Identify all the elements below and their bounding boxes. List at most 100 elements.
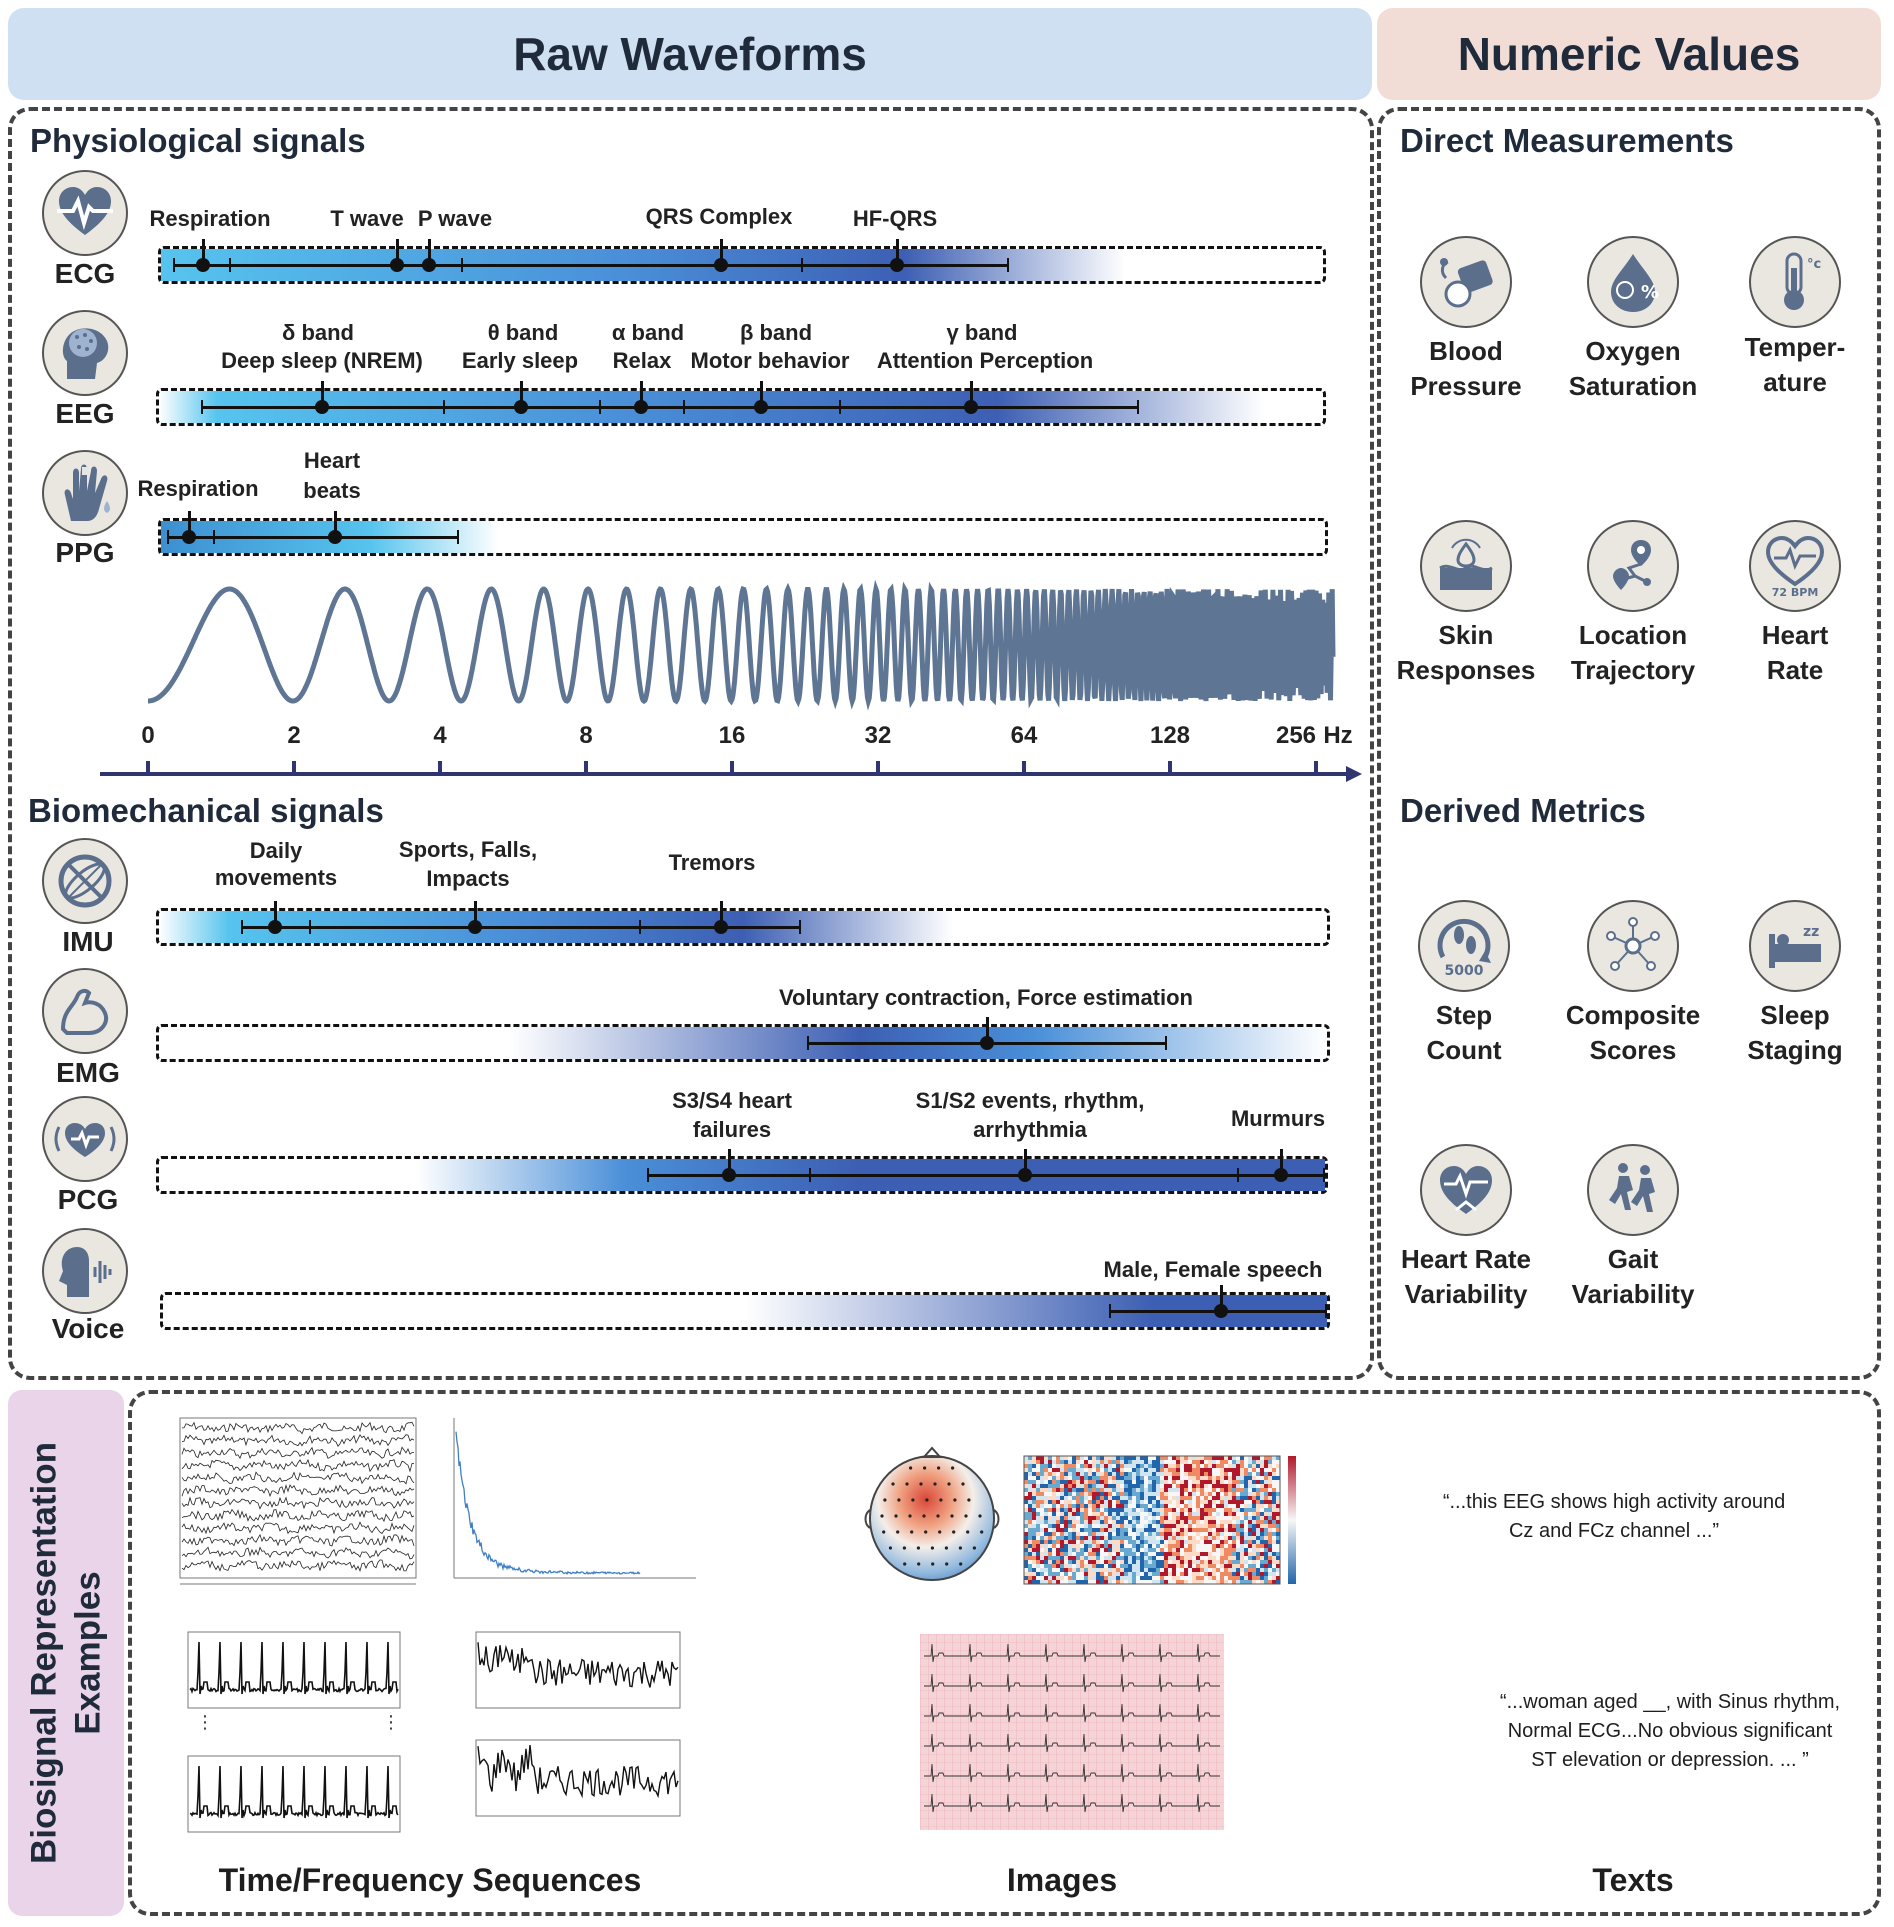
frequency-axis (100, 761, 1362, 782)
erp-heatmap (1023, 1455, 1296, 1585)
eeg-delta-desc: Deep sleep (NREM) (221, 348, 423, 373)
raw-waveforms-header: Raw Waveforms (8, 8, 1372, 100)
ppg-label-heart-beats: Heart beats (303, 448, 361, 503)
oxygen-saturation-label: Oxygen Saturation (1568, 336, 1698, 402)
raw-waveforms-panel (8, 107, 1374, 1380)
thermometer-icon: °c (1749, 236, 1841, 328)
eeg-text-quote: “...this EEG shows high activity around … (1442, 1491, 1786, 1542)
gait-variability-item: Gait Variability (1553, 1144, 1713, 1312)
blood-pressure-icon (1420, 236, 1512, 328)
skin-responses-label: Skin Responses (1396, 620, 1536, 686)
imu-label-tremors: Tremors (668, 850, 756, 875)
pcg-label-s3s4: S3/S4 heart failures (672, 1088, 792, 1143)
ecg-frequency-bar (158, 239, 1326, 284)
voice-label: Voice (51, 1313, 125, 1344)
heart-rate-item: 72 BPM Heart Rate (1715, 520, 1875, 688)
sleep-staging-label: Sleep Staging (1747, 1000, 1843, 1066)
raw-waveforms-title: Raw Waveforms (513, 28, 867, 80)
examples-side-title: Biosignal Representation Examples (24, 1441, 107, 1865)
muscle-icon (42, 968, 128, 1054)
eeg-theta-desc: Early sleep (461, 348, 579, 373)
hand-sensor-icon (42, 450, 128, 536)
composite-scores-item: Composite Scores (1553, 900, 1713, 1068)
location-trajectory-label: Location Trajectory (1570, 620, 1696, 686)
sleep-staging-item: zz Sleep Staging (1715, 900, 1875, 1068)
ecg-icon (42, 170, 128, 256)
eeg-frequency-bar (156, 381, 1326, 426)
eeg-theta-band: θ band (487, 320, 559, 345)
axis-tick-8: 8 (579, 722, 593, 749)
step-count-label: Step Count (1426, 1000, 1502, 1066)
step-icon: 5000 (1418, 900, 1510, 992)
freq-plot-2 (475, 1739, 681, 1817)
imu-label: IMU (62, 926, 114, 957)
eeg-alpha-desc: Relax (612, 348, 672, 373)
eeg-alpha-band: α band (611, 320, 685, 345)
oxygen-saturation-item: % Oxygen Saturation (1553, 236, 1713, 404)
voice-label-speech: Male, Female speech (1103, 1257, 1323, 1282)
ecg-label-hf-qrs: HF-QRS (852, 206, 938, 231)
imu-icon (42, 838, 128, 924)
caption-images: Images (1006, 1862, 1118, 1898)
numeric-values-header: Numeric Values (1377, 8, 1881, 100)
ecg-label-t-wave: T wave (330, 206, 404, 231)
temperature-badge: °c (1807, 257, 1821, 272)
gait-variability-label: Gait Variability (1571, 1244, 1695, 1310)
pcg-frequency-bar (156, 1149, 1328, 1194)
sleep-icon: zz (1749, 900, 1841, 992)
ppg-label: PPG (55, 537, 115, 568)
eeg-label: EEG (55, 398, 115, 429)
ecg-label-respiration: Respiration (149, 206, 271, 231)
pcg-label-s1s2: S1/S2 events, rhythm, arrhythmia (915, 1088, 1145, 1143)
examples-panel (128, 1390, 1881, 1916)
axis-tick-32: 32 (864, 722, 892, 749)
imu-label-daily: Daily movements (214, 838, 338, 890)
blood-pressure-item: Blood Pressure (1386, 236, 1546, 404)
caption-texts: Texts (1592, 1862, 1674, 1898)
imu-label-sports: Sports, Falls, Impacts (398, 837, 538, 891)
derived-metrics-title: Derived Metrics (1400, 792, 1646, 829)
heart-rate-icon: 72 BPM (1749, 520, 1841, 612)
examples-side-label: Biosignal Representation Examples (8, 1390, 124, 1916)
ecg-timeseries-plot-1 (187, 1631, 401, 1709)
axis-tick-16: 16 (718, 722, 746, 749)
eeg-topomap (864, 1446, 1000, 1581)
numeric-values-panel (1377, 107, 1881, 1380)
chirp-waveform (148, 579, 1336, 711)
heart-sound-icon (42, 1096, 128, 1182)
gait-icon (1587, 1144, 1679, 1236)
voice-icon (42, 1228, 128, 1314)
hrv-item: Heart Rate Variability (1386, 1144, 1546, 1312)
temperature-item: °c Temper- ature (1715, 236, 1875, 400)
hrv-icon (1420, 1144, 1512, 1236)
ellipsis-dots: ⋮⋮ (196, 1712, 568, 1732)
voice-frequency-bar (160, 1285, 1330, 1330)
direct-measurements-title: Direct Measurements (1400, 122, 1734, 159)
eeg-gamma-band: γ band (946, 320, 1018, 345)
sleep-badge: zz (1803, 924, 1819, 940)
emg-frequency-bar (156, 1017, 1330, 1062)
blood-pressure-label: Blood Pressure (1410, 336, 1522, 402)
heart-rate-badge: 72 BPM (1772, 586, 1819, 598)
network-icon (1587, 900, 1679, 992)
eeg-beta-desc: Motor behavior (690, 348, 850, 373)
oxygen-icon: % (1587, 236, 1679, 328)
skin-icon (1420, 520, 1512, 612)
numeric-values-title: Numeric Values (1457, 28, 1801, 80)
biomechanical-title: Biomechanical signals (28, 792, 384, 829)
location-trajectory-item: Location Trajectory (1553, 520, 1713, 688)
emg-label: EMG (56, 1057, 120, 1088)
hrv-label: Heart Rate Variability (1400, 1244, 1532, 1310)
pcg-label-murmurs: Murmurs (1230, 1106, 1326, 1131)
ecg-timeseries-plot-2 (187, 1755, 401, 1833)
axis-tick-0: 0 (141, 722, 155, 749)
ecg-text-quote: “...woman aged __, with Sinus rhythm, No… (1499, 1691, 1841, 1771)
eeg-multichannel-plot (179, 1417, 417, 1585)
ppg-label-respiration: Respiration (137, 476, 259, 501)
step-badge: 5000 (1445, 963, 1484, 979)
brain-icon (42, 310, 128, 396)
axis-tick-64: 64 (1010, 722, 1038, 749)
caption-time-frequency: Time/Frequency Sequences (218, 1862, 642, 1898)
eeg-delta-band: δ band (281, 320, 355, 345)
ecg-paper-image (920, 1634, 1224, 1830)
